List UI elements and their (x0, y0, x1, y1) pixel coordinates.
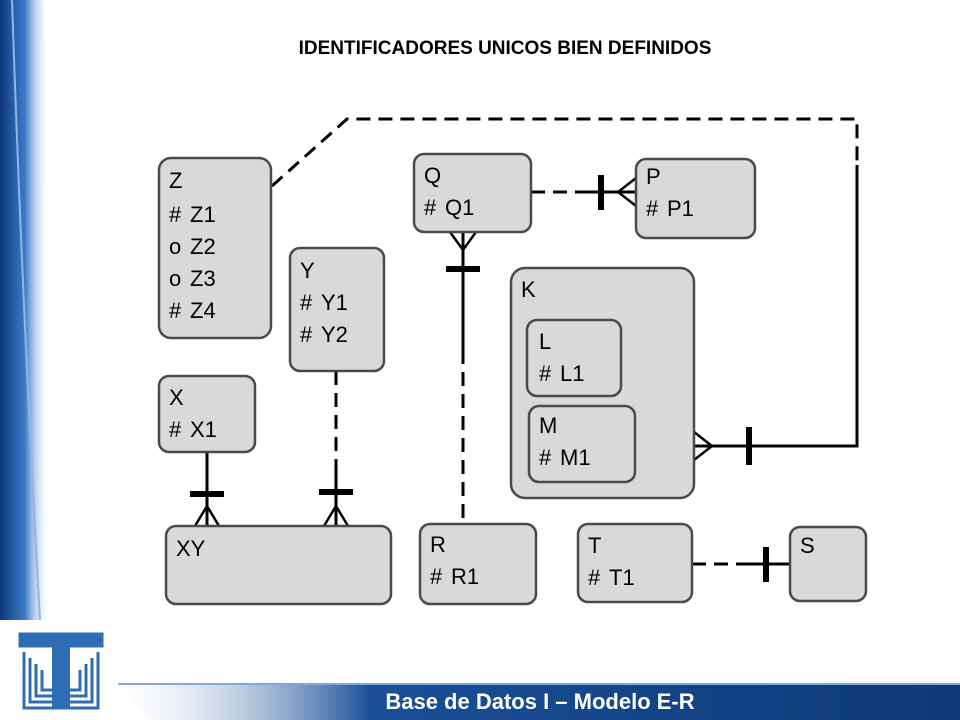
entity-xy[interactable]: XY (164, 524, 393, 606)
entity-s-name: S (800, 533, 815, 558)
entity-l[interactable]: L # L1 (525, 318, 623, 398)
entity-m-attr-mark: # (539, 445, 552, 470)
entity-y-name: Y (300, 258, 315, 283)
entity-z-attr: Z4 (190, 298, 216, 323)
entity-y-attr: Y2 (321, 322, 348, 347)
entity-y-attr-mark: # (300, 322, 313, 347)
entity-z-attr-mark: o (169, 266, 181, 291)
entity-l-attr-mark: # (539, 361, 552, 386)
left-stripe-edge (11, 0, 41, 621)
entity-z-attr: Z2 (190, 234, 216, 259)
entity-z[interactable]: Z # Z1 o Z2 o Z3 # Z4 (157, 156, 273, 340)
relationship-q-p (531, 175, 637, 210)
entity-z-attr: Z1 (190, 202, 216, 227)
slide-title: IDENTIFICADORES UNICOS BIEN DEFINIDOS (298, 38, 712, 59)
entity-xy-name: XY (176, 536, 206, 561)
entity-p-attr: P1 (667, 196, 694, 221)
entity-r-attr-mark: # (430, 564, 443, 589)
entity-z-attr-mark: o (169, 234, 181, 259)
relationship-q-r (446, 231, 480, 524)
entity-x[interactable]: X # X1 (157, 374, 257, 454)
entity-r-name: R (430, 532, 446, 557)
entity-q-attr-mark: # (424, 195, 437, 220)
entity-q-attr: Q1 (445, 195, 474, 220)
relationship-y-xy (319, 371, 353, 527)
entity-q[interactable]: Q # Q1 (412, 152, 533, 234)
entity-t-attr: T1 (609, 565, 635, 590)
entity-z-name: Z (169, 168, 182, 193)
entity-z-attr-mark: # (169, 298, 182, 323)
entity-m[interactable]: M # M1 (527, 404, 637, 484)
entity-s[interactable]: S (788, 525, 868, 603)
relationship-t-s (692, 547, 790, 582)
relationship-z-k (271, 117, 859, 465)
relationship-x-xy (190, 452, 224, 527)
entity-m-name: M (539, 413, 557, 438)
entity-p-attr-mark: # (646, 196, 659, 221)
entity-r-attr: R1 (451, 564, 479, 589)
entity-q-name: Q (424, 163, 441, 188)
footer-bar (118, 684, 960, 720)
entity-z-attr: Z3 (190, 266, 216, 291)
university-logo (18, 632, 104, 710)
entity-l-attr: L1 (560, 361, 584, 386)
entity-z-attr-mark: # (169, 202, 182, 227)
entity-x-attr-mark: # (169, 417, 182, 442)
entity-t[interactable]: T # T1 (576, 522, 694, 604)
entity-y[interactable]: Y # Y1 # Y2 (288, 246, 386, 373)
footer-title: Base de Datos I – Modelo E-R (385, 689, 695, 714)
entity-t-attr-mark: # (588, 565, 601, 590)
entity-l-name: L (539, 329, 551, 354)
entity-r[interactable]: R # R1 (418, 522, 538, 606)
entity-m-attr: M1 (560, 445, 591, 470)
entity-x-attr: X1 (190, 417, 217, 442)
entity-x-name: X (169, 385, 184, 410)
entity-p[interactable]: P # P1 (634, 157, 757, 240)
entity-k-name: K (521, 277, 536, 302)
entity-y-attr: Y1 (321, 290, 348, 315)
entity-t-name: T (588, 533, 601, 558)
entity-y-attr-mark: # (300, 290, 313, 315)
entity-p-name: P (646, 164, 661, 189)
